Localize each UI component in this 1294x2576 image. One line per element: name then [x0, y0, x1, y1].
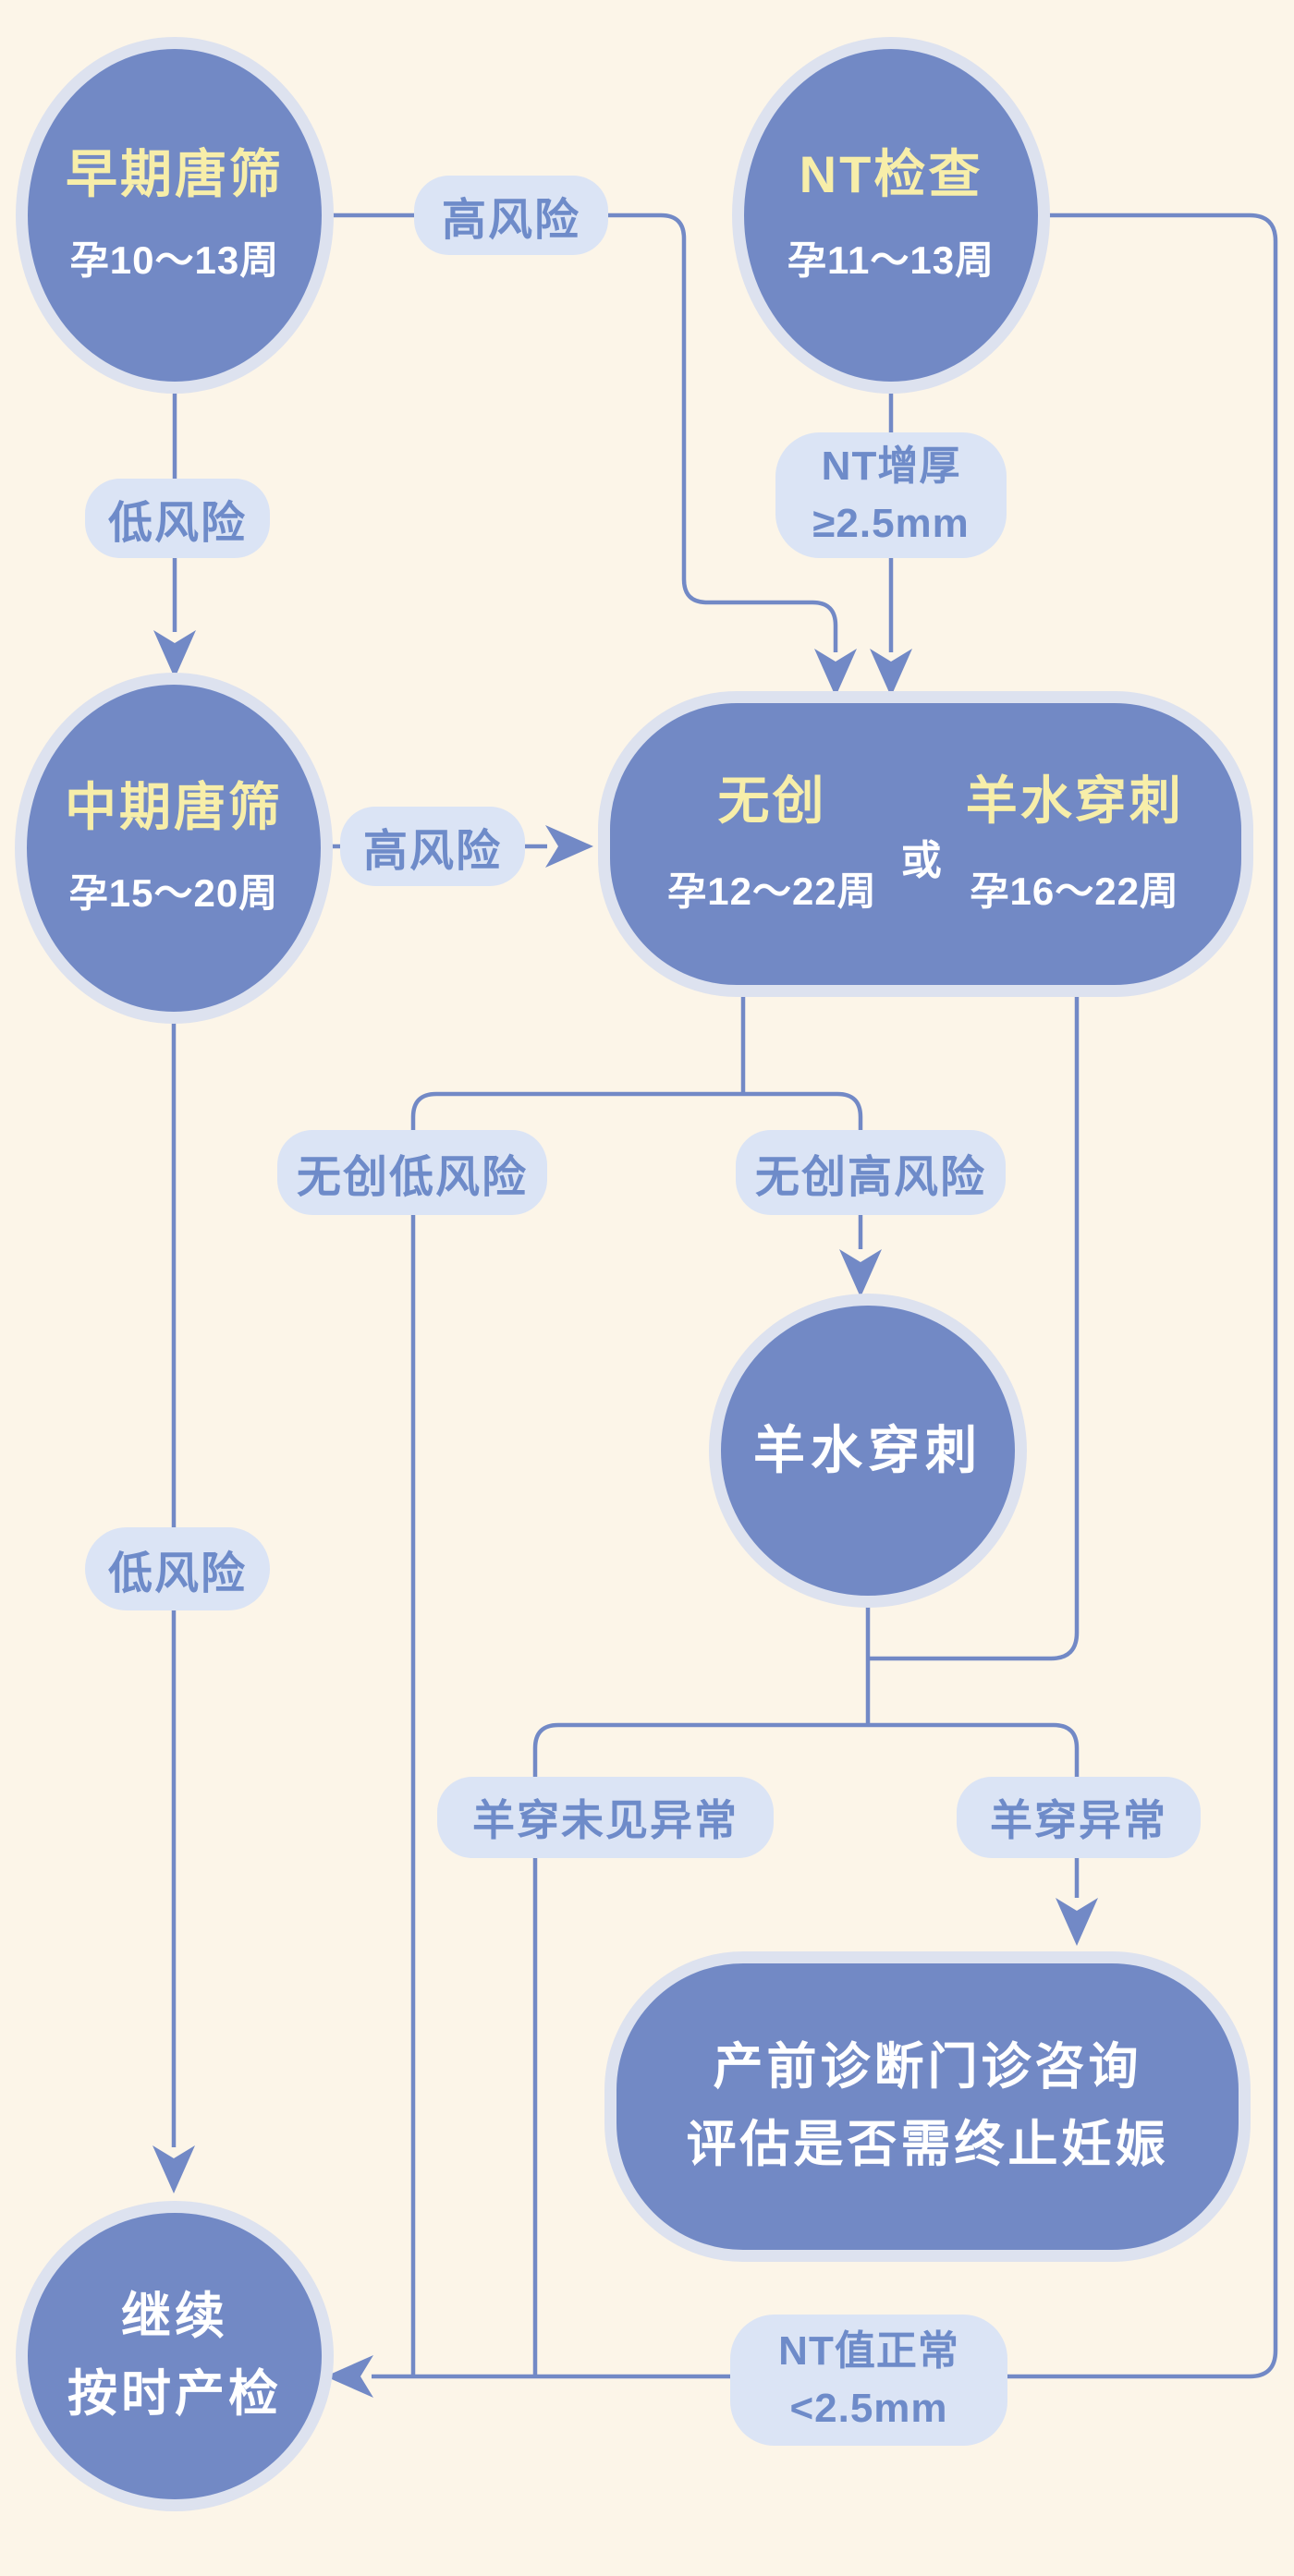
- nipt-option-subtitle: 孕12～22周: [667, 869, 877, 914]
- edge-early-high-risk: [331, 213, 838, 652]
- label-nt-normal: NT值正常 <2.5mm: [730, 2315, 1007, 2446]
- node-nt-exam-subtitle: 孕11～13周: [787, 237, 995, 282]
- arrow-right-into-nipt-icon: [545, 825, 593, 868]
- label-low-risk-top: 低风险: [85, 479, 270, 558]
- nipt-option-title: 无创: [717, 771, 827, 830]
- node-mid-screen: 中期唐筛 孕15～20周: [15, 673, 333, 1024]
- node-mid-screen-title: 中期唐筛: [65, 778, 283, 837]
- edge-direct-amnio-route: [868, 995, 1080, 1661]
- label-nipt-low-risk: 无创低风险: [277, 1130, 547, 1215]
- label-nt-thickened-line1: NT增厚: [821, 444, 961, 490]
- nipt-or-amnio-columns: 无创 孕12～22周 或 羊水穿刺 孕16～22周: [610, 772, 1241, 917]
- node-continue-line2: 按时产检: [67, 2366, 282, 2422]
- node-diagnosis-line1: 产前诊断门诊咨询: [713, 2039, 1142, 2096]
- arrow-left-into-continue-icon: [325, 2355, 373, 2398]
- edge-nt-normal-long-route: [372, 213, 1278, 2379]
- node-nt-exam-title: NT检查: [799, 145, 983, 204]
- label-nt-normal-line2: <2.5mm: [789, 2386, 948, 2431]
- arrow-down-into-continue-icon: [153, 2145, 195, 2193]
- node-early-screen-subtitle: 孕10～13周: [69, 237, 280, 282]
- label-nt-normal-line1: NT值正常: [778, 2328, 959, 2375]
- node-continue-checkup: 继续 按时产检: [16, 2201, 334, 2511]
- node-diagnosis: 产前诊断门诊咨询 评估是否需终止妊娠: [604, 1951, 1251, 2262]
- node-nt-exam: NT检查 孕11～13周: [732, 37, 1050, 394]
- arrow-down-into-diagnosis-icon: [1056, 1898, 1098, 1946]
- label-amnio-normal: 羊穿未见异常: [437, 1777, 774, 1858]
- node-mid-screen-subtitle: 孕15～20周: [68, 870, 279, 915]
- or-separator: 或: [900, 838, 942, 884]
- node-amnio-title: 羊水穿刺: [753, 1420, 983, 1479]
- arrow-down-nt-thickened-into-nipt-icon: [870, 649, 912, 697]
- arrow-down-high-risk-into-nipt-icon: [814, 649, 857, 697]
- node-amnio: 羊水穿刺: [709, 1294, 1027, 1608]
- amnio-option-subtitle: 孕16～22周: [970, 869, 1179, 914]
- arrow-down-into-amnio-icon: [839, 1249, 882, 1297]
- node-continue-line1: 继续: [121, 2289, 228, 2345]
- node-early-screen-title: 早期唐筛: [66, 145, 284, 204]
- arrow-down-into-mid-screen-icon: [153, 630, 196, 678]
- node-diagnosis-line2: 评估是否需终止妊娠: [686, 2117, 1169, 2172]
- node-early-screen: 早期唐筛 孕10～13周: [16, 37, 334, 394]
- label-high-risk-top: 高风险: [414, 176, 608, 255]
- node-nipt-or-amnio: 无创 孕12～22周 或 羊水穿刺 孕16～22周: [598, 691, 1253, 997]
- edge-nipt-result-split: [410, 1091, 863, 2376]
- label-nt-thickened: NT增厚 ≥2.5mm: [775, 432, 1007, 558]
- edge-amnio-result-split: [532, 1722, 1080, 2376]
- label-amnio-abnormal: 羊穿异常: [957, 1777, 1201, 1858]
- amnio-option-title: 羊水穿刺: [965, 771, 1184, 830]
- label-low-risk-mid: 低风险: [85, 1527, 270, 1610]
- nipt-option: 无创 孕12～22周: [667, 772, 876, 917]
- label-nipt-high-risk: 无创高风险: [736, 1130, 1006, 1215]
- amnio-option: 羊水穿刺 孕16～22周: [966, 772, 1184, 917]
- label-nt-thickened-line2: ≥2.5mm: [812, 501, 970, 546]
- label-high-risk-mid: 高风险: [340, 807, 525, 886]
